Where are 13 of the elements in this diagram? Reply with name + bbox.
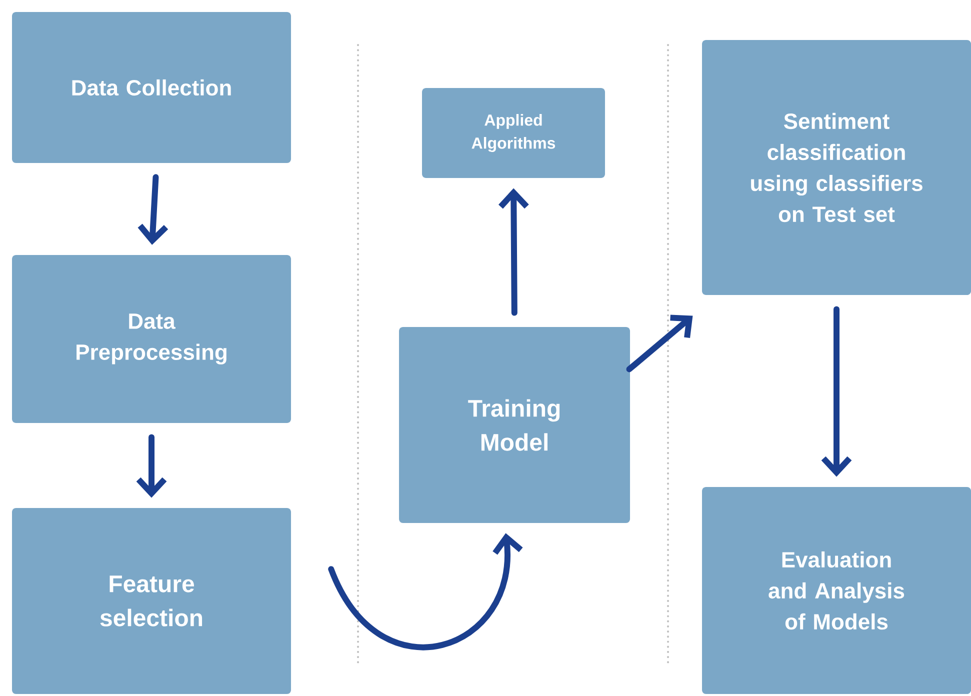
process-box: Data Preprocessing [12,255,291,423]
process-box: Feature selection [12,508,291,694]
arrow [821,306,852,477]
arrow [626,314,693,372]
process-box: Evaluation and Analysis of Models [702,487,971,694]
arrow [328,533,523,650]
process-box: Data Collection [12,12,291,163]
arrow [138,174,168,245]
arrow [136,434,167,498]
process-box: Applied Algorithms [422,88,605,178]
process-box: Sentiment classification using classifiers on Test set [702,40,971,295]
arrow [498,188,529,316]
process-box: Training Model [399,327,630,523]
